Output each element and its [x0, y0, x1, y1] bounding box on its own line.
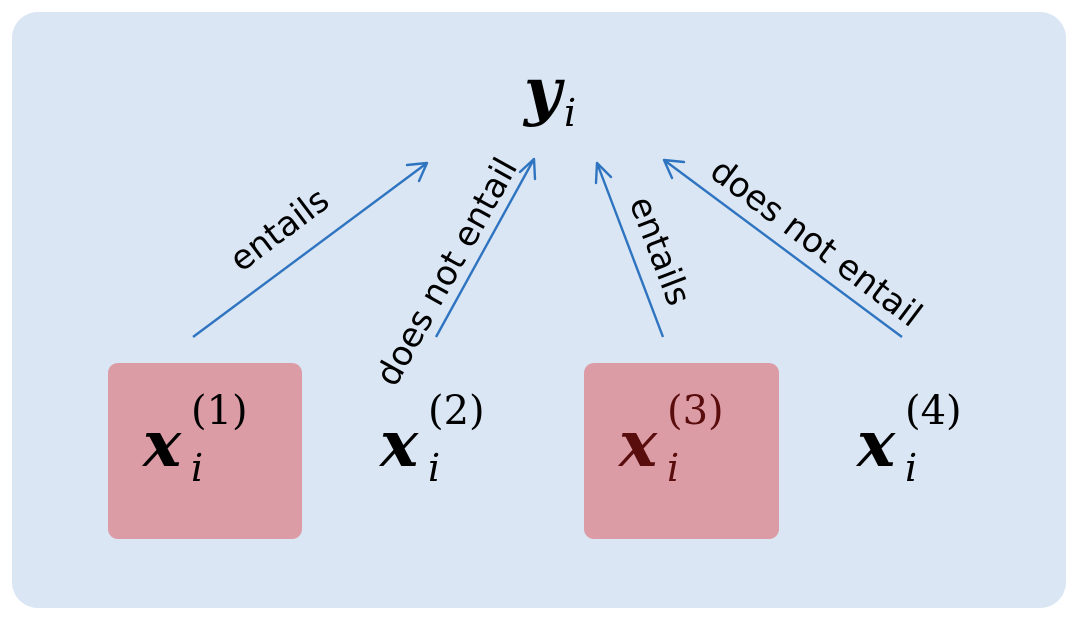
target-y-node: y i — [524, 60, 576, 133]
input-x2-subscript: i — [428, 446, 441, 490]
input-x4-superscript: (4) — [905, 388, 962, 434]
arrow-x4-to-y — [663, 159, 903, 338]
input-x3-node: x (3) i — [619, 391, 724, 487]
input-x4-node: x (4) i — [857, 391, 962, 487]
arrow-x2-to-y — [434, 158, 536, 338]
input-x3-symbol: x — [619, 407, 658, 482]
highlight-box-x3 — [584, 363, 779, 539]
input-x1-symbol: x — [143, 407, 182, 482]
input-x3-superscript: (3) — [667, 388, 724, 434]
arrow-x3-to-y — [595, 162, 665, 338]
input-x4-symbol: x — [857, 407, 896, 482]
input-x1-node: x (1) i — [143, 391, 248, 487]
highlight-box-x1 — [108, 363, 302, 539]
arrowhead-x1 — [405, 161, 429, 183]
input-x2-node: x (2) i — [380, 391, 485, 487]
arrowhead-x4 — [662, 158, 686, 180]
arrowhead-x2 — [518, 157, 537, 181]
arrow-x1-to-y — [192, 162, 428, 338]
arrowhead-x3 — [594, 161, 613, 185]
input-x3-subscript: i — [667, 446, 680, 490]
input-x1-superscript: (1) — [191, 388, 248, 434]
input-x1-subscript: i — [191, 446, 204, 490]
target-subscript: i — [564, 91, 577, 135]
input-x2-superscript: (2) — [428, 388, 485, 434]
input-x2-symbol: x — [380, 407, 419, 482]
target-symbol: y — [524, 54, 562, 129]
input-x4-subscript: i — [905, 446, 918, 490]
